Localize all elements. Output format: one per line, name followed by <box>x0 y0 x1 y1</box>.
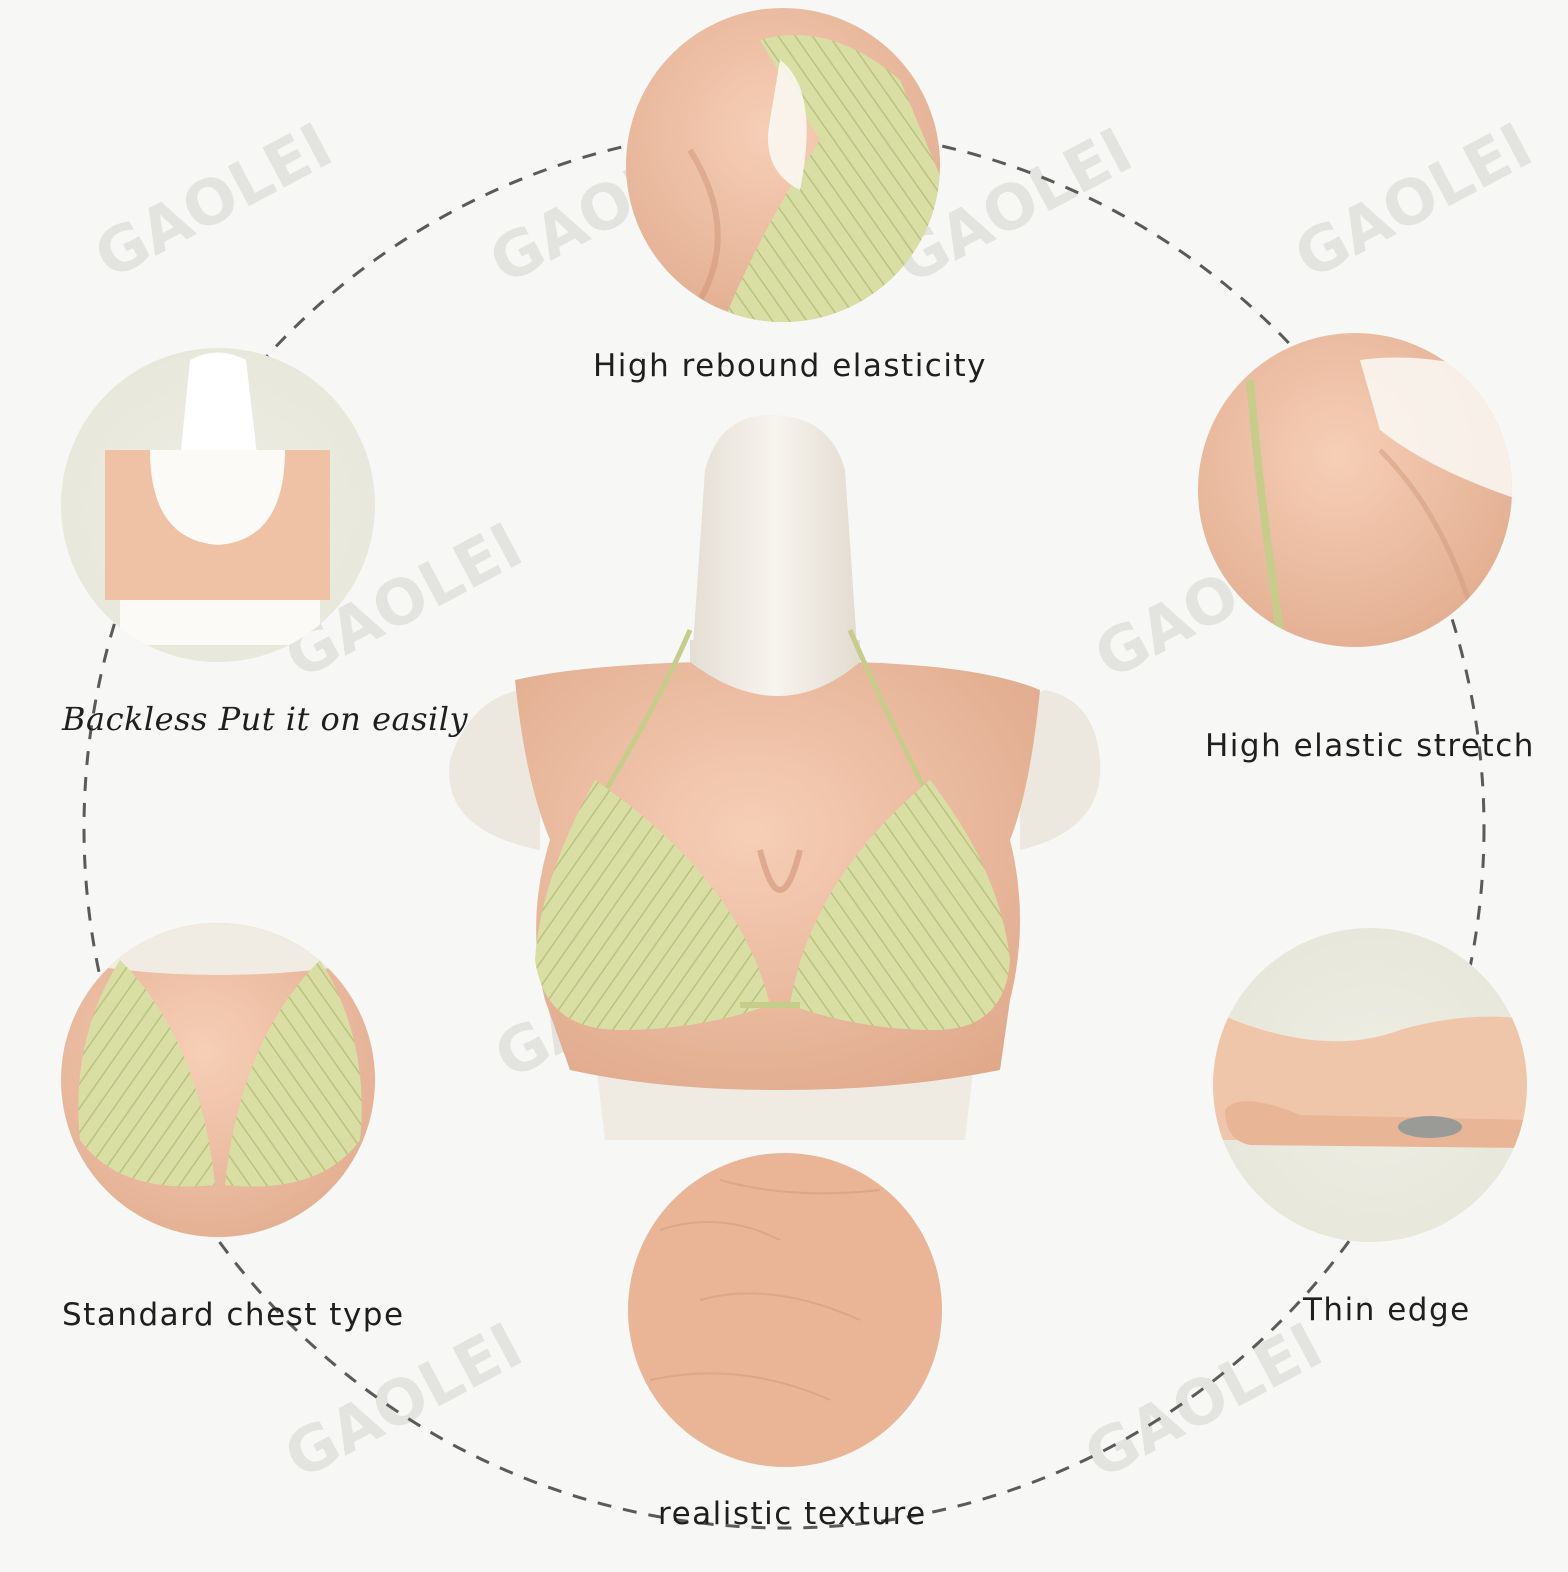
watermark-text: GAOLEI <box>1073 1308 1334 1493</box>
caption-high-rebound-elasticity: High rebound elasticity <box>593 348 987 384</box>
caption-standard-chest-type: Standard chest type <box>62 1297 405 1333</box>
caption-realistic-texture: realistic texture <box>658 1496 927 1532</box>
feature-photo-right-bottom <box>1213 928 1527 1242</box>
feature-photo-left-top <box>61 348 375 662</box>
watermark-text: GAOLEI <box>1283 108 1544 293</box>
main-product-image <box>449 415 1101 1140</box>
caption-backless: Backless Put it on easily <box>62 700 469 738</box>
feature-photo-top <box>626 8 940 322</box>
watermark-text: GAOLEI <box>273 1308 534 1493</box>
caption-thin-edge: Thin edge <box>1303 1292 1471 1328</box>
dashed-ring <box>82 126 1486 1530</box>
watermark-text: GAOLEI <box>83 108 344 293</box>
feature-photo-bottom <box>628 1153 942 1467</box>
feature-photo-left-bottom <box>61 923 375 1237</box>
caption-high-elastic-stretch: High elastic stretch <box>1205 728 1535 764</box>
